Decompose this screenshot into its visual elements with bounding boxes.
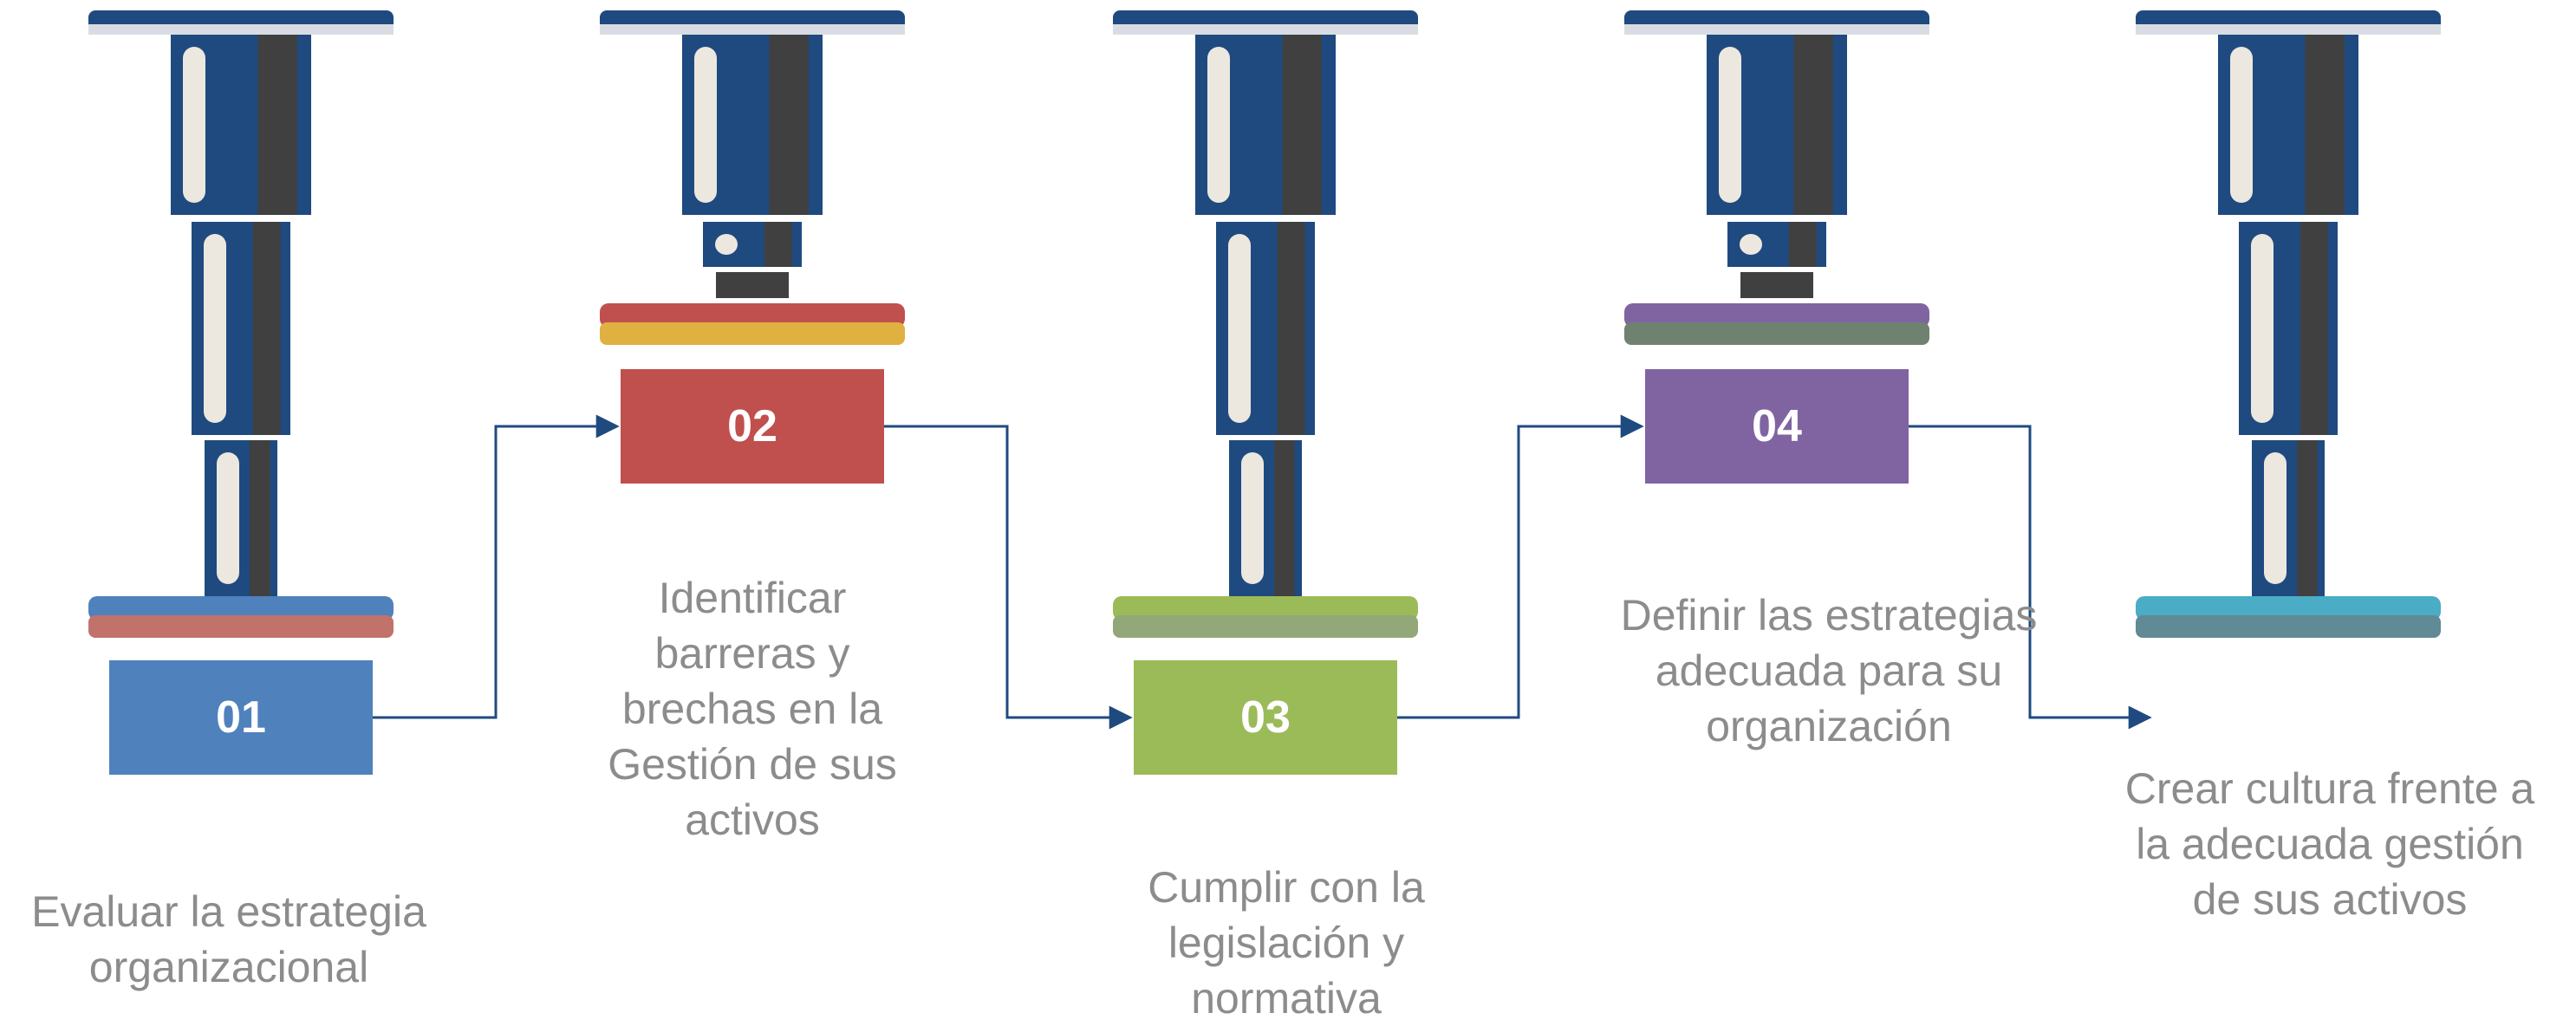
step-2-label-line-1: Identificar — [658, 574, 847, 622]
press-1-plate-top — [88, 596, 394, 620]
press-4-plate-bottom — [1624, 322, 1929, 345]
step-4-label-line-3: organización — [1706, 702, 1952, 750]
press-2-plate-top — [600, 303, 905, 328]
press-4-plate-top — [1624, 303, 1929, 328]
step-1-label-line-2: organizacional — [88, 943, 369, 991]
connector-arrow-1 — [373, 414, 620, 719]
step-3-label: Cumplir con la legislación y normativa — [1148, 860, 1425, 1026]
step-5-label-line-2: la adecuada gestión — [2136, 820, 2524, 868]
press-2-cylinder-1-shade — [769, 35, 809, 215]
press-1 — [88, 10, 394, 638]
press-3-cylinder-3-shade — [1274, 440, 1295, 596]
press-1-cylinder-1-highlight — [183, 47, 205, 203]
step-2-label-line-3: brechas en la — [621, 685, 883, 733]
press-5-plate-bottom — [2136, 615, 2441, 638]
press-1-cylinder-2-highlight — [204, 234, 226, 423]
press-5-cylinder-3-highlight — [2264, 452, 2287, 584]
press-4-cylinder-3 — [1740, 272, 1813, 298]
connector-arrow-3 — [1397, 414, 1644, 719]
press-5-plate-top — [2136, 596, 2441, 620]
step-1-badge — [109, 660, 373, 775]
step-4-label-line-2: adecuada para su — [1655, 646, 2003, 695]
connector-arrow-4 — [1909, 425, 2152, 730]
press-3-cylinder-2-highlight — [1228, 234, 1251, 423]
press-2-cylinder-3 — [716, 272, 789, 298]
press-2-plate-bottom — [600, 322, 905, 345]
press-5-top-bar-base — [2136, 24, 2441, 35]
press-2-cylinder-2-shade — [764, 222, 792, 267]
press-3-plate-bottom — [1113, 615, 1418, 638]
step-2-badge — [621, 369, 884, 484]
step-1-label-line-1: Evaluar la estrategia — [31, 887, 426, 936]
step-4-label-line-1: Definir las estrategias — [1620, 591, 2038, 640]
step-3-number: 03 — [1240, 692, 1291, 743]
press-2-top-bar-base — [600, 24, 905, 35]
step-2-label-line-5: activos — [685, 795, 820, 844]
press-3-plate-top — [1113, 596, 1418, 620]
step-5-label-line-1: Crear cultura frente a — [2124, 764, 2535, 813]
press-4-cylinder-1-shade — [1793, 35, 1833, 215]
step-3-label-line-1: Cumplir con la — [1148, 863, 1425, 912]
step-2-label-line-4: Gestión de sus — [608, 740, 897, 789]
press-2-cylinder-1-highlight — [694, 47, 717, 203]
press-3 — [1113, 10, 1418, 638]
press-3-top-bar-base — [1113, 24, 1418, 35]
press-4-top-bar-base — [1624, 24, 1929, 35]
press-4 — [1624, 10, 1929, 345]
press-5 — [2136, 10, 2441, 638]
press-1-top-bar-base — [88, 24, 394, 35]
press-5-cylinder-2-shade — [2300, 222, 2328, 435]
connectors — [373, 414, 2152, 730]
step-1-number: 01 — [216, 692, 266, 743]
step-4-label: Definir las estrategias adecuada para su… — [1621, 588, 2038, 754]
press-3-cylinder-1-shade — [1282, 35, 1322, 215]
press-5-cylinder-3-shade — [2297, 440, 2318, 596]
step-2-label: Identificar barreras y brechas en la Ges… — [608, 570, 897, 847]
presses — [88, 10, 2441, 638]
step-1-label: Evaluar la estrategia organizacional — [31, 884, 426, 995]
step-3-label-line-3: normativa — [1191, 974, 1382, 1023]
press-5-cylinder-2-highlight — [2251, 234, 2274, 423]
step-5-label: Crear cultura frente a la adecuada gesti… — [2125, 761, 2534, 927]
press-1-plate-bottom — [88, 615, 394, 638]
press-1-cylinder-1-shade — [257, 35, 297, 215]
press-4-cylinder-1-highlight — [1719, 47, 1741, 203]
press-4-cylinder-2-shade — [1788, 222, 1817, 267]
step-3-label-line-2: legislación y — [1168, 919, 1405, 967]
press-5-cylinder-1-highlight — [2230, 47, 2253, 203]
step-3-badge — [1134, 660, 1397, 775]
press-2 — [600, 10, 905, 345]
press-4-cylinder-2-highlight — [1740, 234, 1762, 255]
press-1-cylinder-2-shade — [252, 222, 281, 435]
connector-arrow-2 — [884, 425, 1133, 730]
step-5-label-line-3: de sus activos — [2192, 875, 2468, 924]
step-2-label-line-2: barreras y — [654, 629, 850, 678]
badges: 01 02 03 04 — [109, 369, 1909, 775]
step-2-number: 02 — [727, 401, 777, 451]
step-4-badge — [1645, 369, 1909, 484]
press-2-cylinder-2-highlight — [715, 234, 738, 255]
press-3-cylinder-3-highlight — [1241, 452, 1264, 584]
press-1-cylinder-3-highlight — [217, 452, 239, 584]
press-1-cylinder-3-shade — [250, 440, 270, 596]
step-4-number: 04 — [1752, 401, 1802, 451]
press-3-cylinder-1-highlight — [1207, 47, 1230, 203]
press-3-cylinder-2-shade — [1277, 222, 1305, 435]
press-5-cylinder-1-shade — [2305, 35, 2345, 215]
